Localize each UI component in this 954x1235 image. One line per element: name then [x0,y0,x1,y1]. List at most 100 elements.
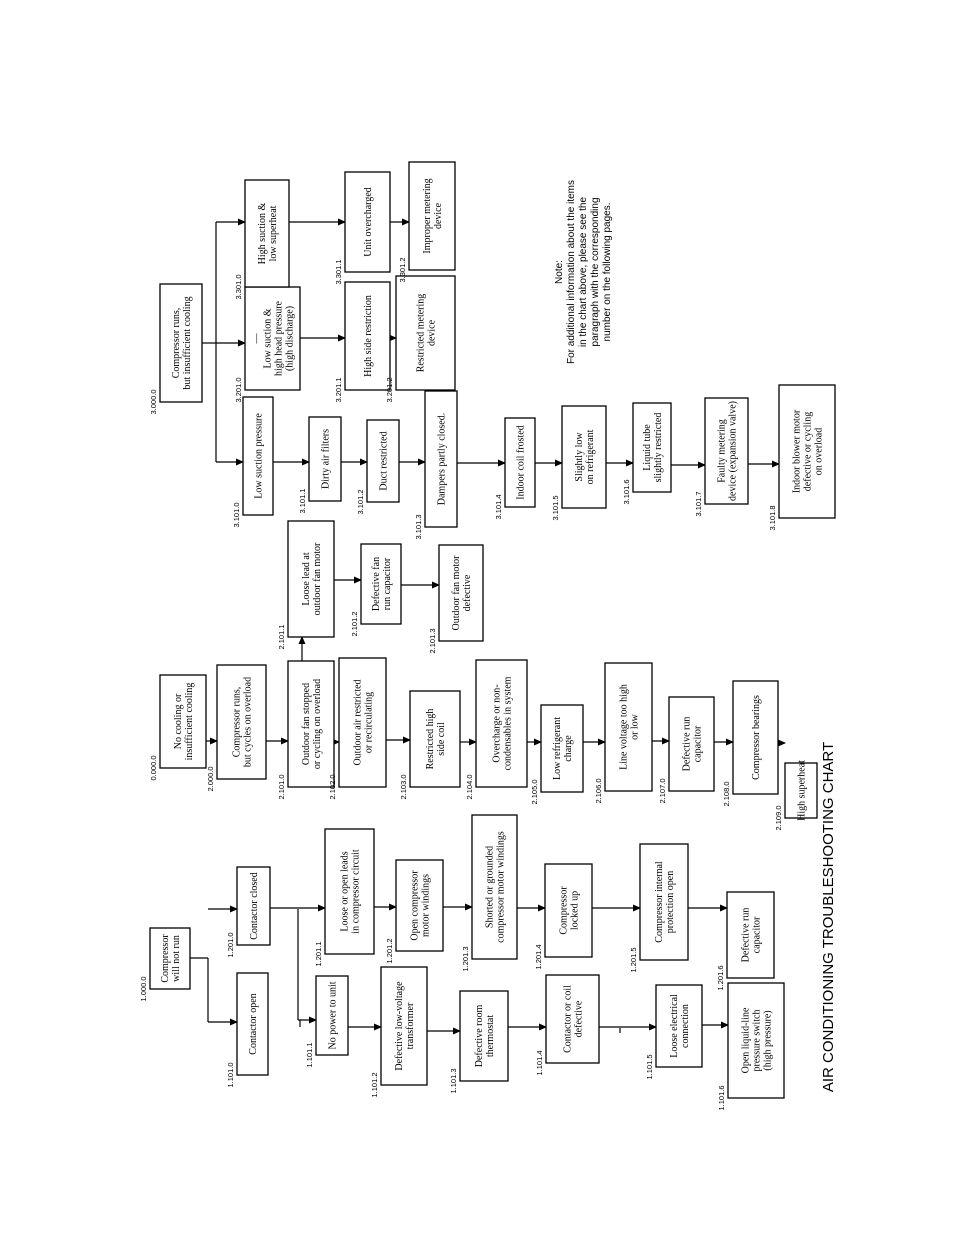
node-box [360,543,402,625]
node-box [159,283,203,403]
node-box [726,891,775,979]
node-label: thermostat [485,1015,496,1057]
node-code: 3.101.6 [622,479,631,504]
note-heading: Note: [554,260,565,284]
node-label: Outdoor fan stopped [301,683,312,765]
node-box [544,863,593,958]
node-box [459,990,509,1082]
node-label: High superheat [797,760,808,821]
node-label: Defective room [474,1005,485,1068]
node-label: Low suction pressure [254,413,265,499]
node-box [159,674,207,769]
node-box [784,762,818,819]
node-code: 2.101.1 [277,624,286,649]
node-box [244,179,290,288]
node-label: transformer [405,1002,416,1049]
node-code: 1.201.4 [534,944,543,969]
flow-node: Overcharge or non-condensables in system… [465,659,528,800]
node-label: Loose or open leads [340,851,351,931]
node-code: 2.102.0 [328,774,337,799]
node-code: 2.103.0 [399,774,408,799]
node-code: 3.201.0 [234,377,243,402]
node-code: 1.201.2 [385,938,394,963]
node-code: 1.201.3 [461,946,470,971]
node-box [409,690,461,788]
node-label: Contactor or coil [563,985,574,1053]
node-label: condensables in system [503,676,514,770]
node-label: No cooling or [173,693,184,749]
chart-title: AIR CONDITIONING TROUBLESHOOTING CHART [820,742,837,1092]
node-label: Indoor blower motor [792,409,803,493]
node-label: but insufficient cooling [182,296,193,389]
node-label: protection open [665,871,676,933]
node-label: locked up [570,891,581,930]
node-code: 3.301.2 [398,257,407,282]
node-label: Unit overcharged [363,187,374,257]
node-box [438,544,484,642]
node-label: run capacitor [382,557,393,610]
node-label: high head pressure [274,300,285,376]
node-box [604,662,653,792]
node-label: charge [563,735,574,762]
node-code: 2.000.0 [206,766,215,791]
node-box [471,814,518,960]
node-box [632,402,672,493]
node-code: 0.000.0 [149,755,158,780]
node-label: motor windings [421,874,432,937]
node-box [727,982,785,1099]
node-label: Contactor closed [249,872,260,939]
node-label: Open liquid-line [741,1007,752,1073]
node-label: Outdoor air restricted [353,679,364,765]
node-code: 1.201.6 [716,965,725,990]
node-label: connection [680,1004,691,1048]
node-label: Loose electrical [669,994,680,1058]
node-box [561,405,607,509]
node-code: 2.101.3 [428,628,437,653]
note-line: in the chart above, please see the [578,197,589,348]
node-code: 1.101.6 [717,1085,726,1110]
node-label: Compressor bearings [751,695,762,780]
node-code: 1.101.4 [535,1050,544,1075]
node-label: slightly restricted [653,413,664,483]
node-box [236,866,271,946]
node-box [366,419,400,503]
node-label: High suction & [257,202,268,264]
node-code: 1.101.5 [645,1054,654,1079]
node-label: defective [574,1000,585,1037]
node-box [540,704,584,793]
node-box [216,664,267,780]
node-code: 2.107.0 [658,778,667,803]
node-code: 3.101.1 [298,488,307,513]
node-box [344,171,391,273]
node-code: 2.105.0 [530,779,539,804]
node-label: Indoor coil frosted [516,425,527,499]
node-label: Compressor [559,886,570,935]
flow-node: Dampers partly closed.3.101.3 [414,390,458,540]
connectors [190,218,786,1035]
node-box [395,275,456,391]
node-label: Outdoor fan motor [451,555,462,631]
node-label: High side restriction [363,295,374,377]
